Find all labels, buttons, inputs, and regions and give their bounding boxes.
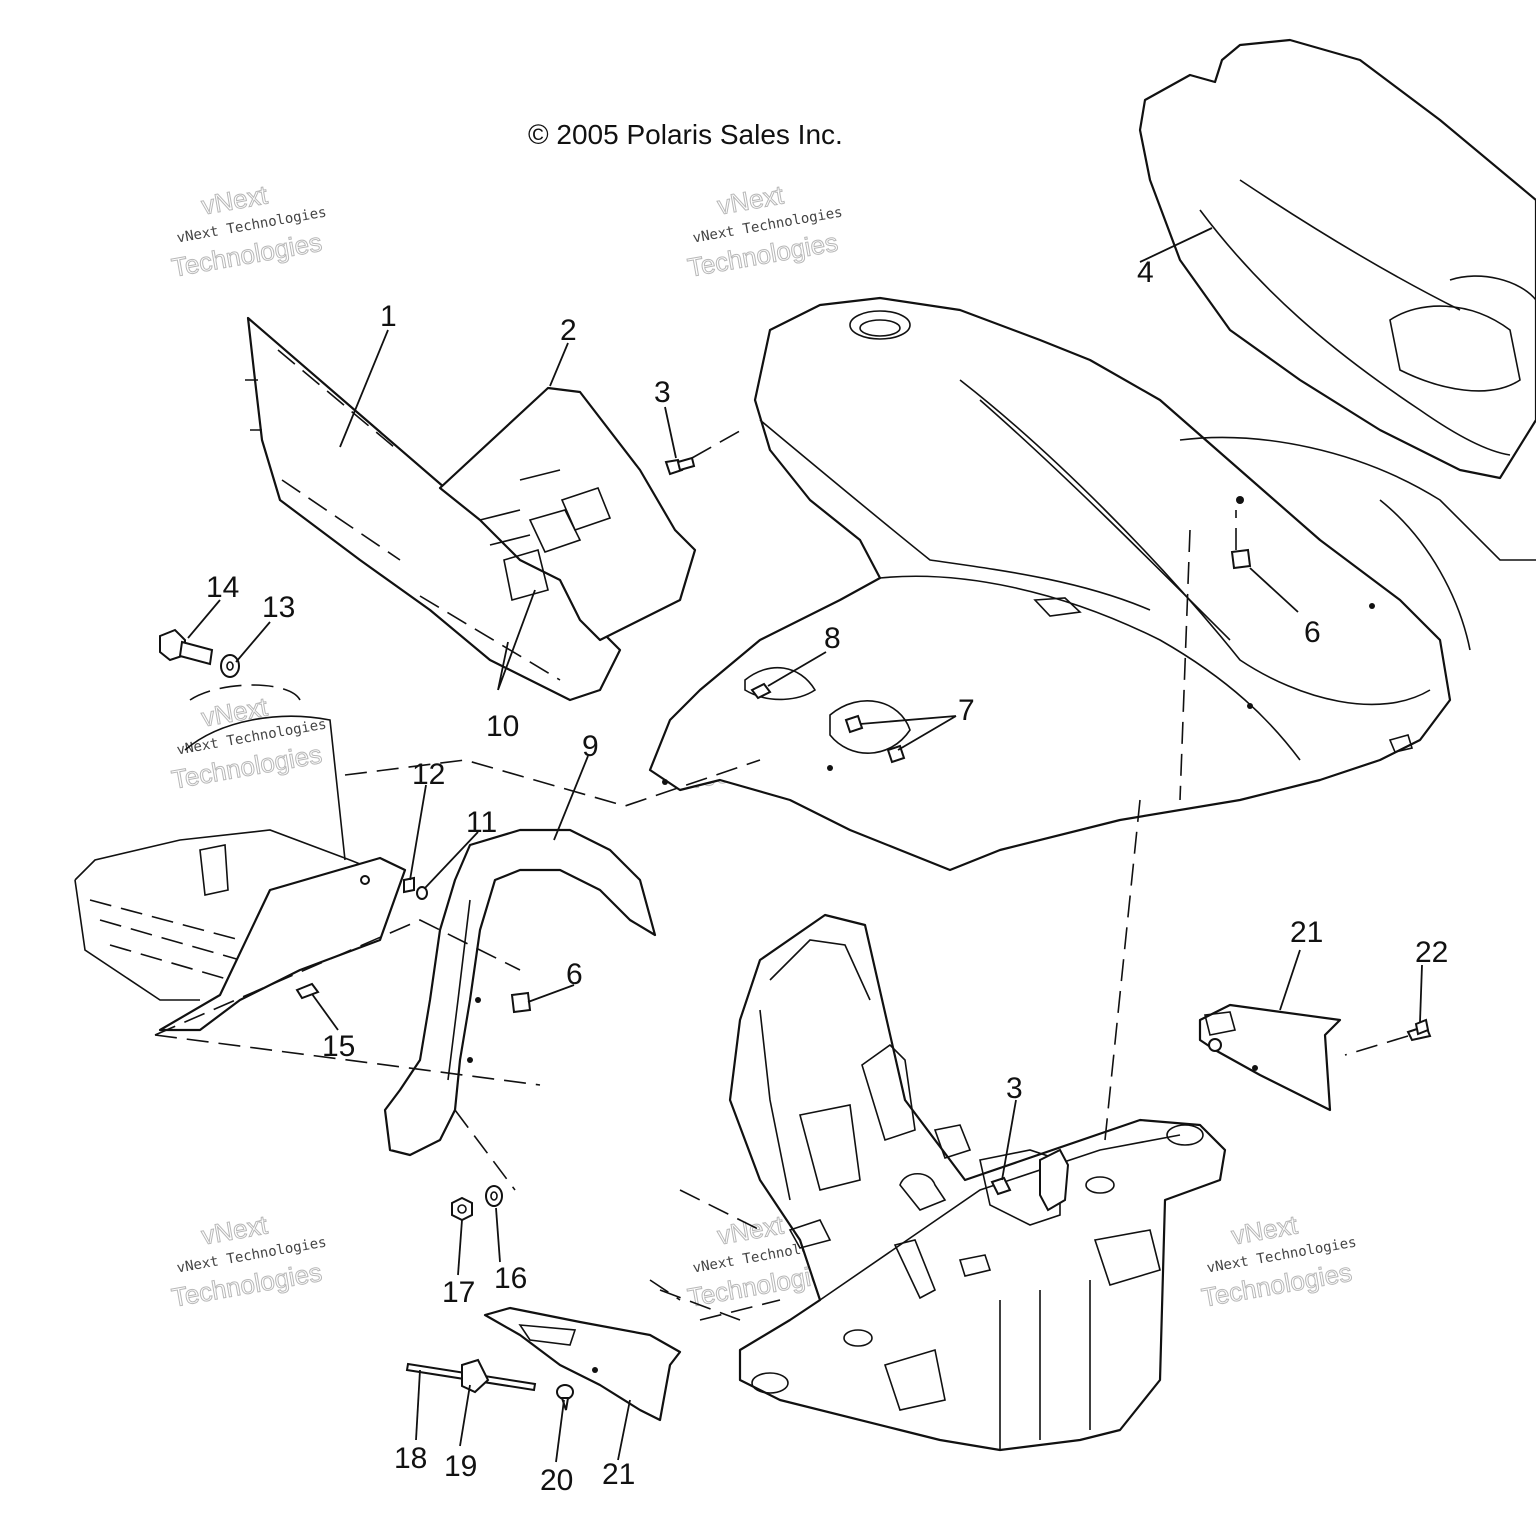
part-17-nut — [451, 1196, 473, 1222]
part-8-screw — [750, 682, 772, 700]
callout-19: 19 — [444, 1450, 477, 1483]
part-6-nut-left — [510, 991, 532, 1014]
part-15-screw — [295, 982, 320, 1000]
watermark-line1: vNext — [199, 179, 270, 220]
part-16-washer — [485, 1185, 503, 1207]
watermark-line1: vNext — [199, 691, 270, 732]
part-7-nuts — [844, 714, 906, 764]
part-9-fender-flare — [383, 828, 657, 1157]
part-3-screw-top — [664, 456, 696, 476]
callout-6b: 6 — [566, 958, 583, 991]
part-19-clip — [461, 1358, 490, 1394]
part-11-washer — [416, 886, 428, 900]
callout-9: 9 — [582, 730, 599, 763]
part-14-bolt — [159, 628, 214, 666]
footrest-area — [74, 684, 761, 1086]
part-2-footwell-panel — [438, 386, 697, 642]
callout-22: 22 — [1415, 936, 1448, 969]
callout-14: 14 — [206, 571, 239, 604]
watermark-line1: vNext — [1229, 1209, 1300, 1250]
callout-18: 18 — [394, 1442, 427, 1475]
callout-17: 17 — [442, 1276, 475, 1309]
callout-12: 12 — [412, 758, 445, 791]
callout-6: 6 — [1304, 616, 1321, 649]
leader-lines — [187, 227, 1423, 1463]
callout-1: 1 — [380, 300, 397, 333]
callout-15: 15 — [322, 1030, 355, 1063]
watermark: vNext vNext Technologies Technologies — [169, 179, 328, 283]
callout-20: 20 — [540, 1464, 573, 1497]
part-13-washer — [220, 654, 240, 678]
callout-16: 16 — [494, 1262, 527, 1295]
watermark: vNext vNext Technologies Technologies — [685, 179, 844, 283]
callout-3: 3 — [654, 376, 671, 409]
part-6-nut-right — [1230, 548, 1252, 570]
callout-2: 2 — [560, 314, 577, 347]
callout-7: 7 — [958, 694, 975, 727]
callout-labels: 1 2 3 4 6 7 8 9 10 11 12 13 14 15 6 16 1… — [206, 256, 1448, 1497]
callout-13: 13 — [262, 591, 295, 624]
watermark: vNext vNext Technologies Technologies — [1199, 1209, 1358, 1313]
part-3-screw-frame — [990, 1148, 1070, 1212]
part-22-screw — [1406, 1018, 1432, 1042]
part-4-rear-cover — [1138, 38, 1536, 480]
part-21-bracket-right — [1198, 1003, 1342, 1112]
callout-11: 11 — [466, 806, 497, 839]
watermark: vNext vNext Technologies Technologies — [169, 1209, 328, 1313]
copyright-text: © 2005 Polaris Sales Inc. — [528, 119, 843, 150]
callout-4: 4 — [1137, 256, 1154, 289]
callout-21a: 21 — [1290, 916, 1323, 949]
callout-8: 8 — [824, 622, 841, 655]
frame-structure — [659, 913, 1227, 1452]
callout-21b: 21 — [602, 1458, 635, 1491]
watermark-line1: vNext — [199, 1209, 270, 1250]
watermark-line1: vNext — [715, 179, 786, 220]
part-12-pin — [403, 876, 415, 894]
watermark: vNext vNext Technologies Technologies — [169, 691, 328, 795]
callout-10: 10 — [486, 710, 519, 743]
part-20-screw — [556, 1384, 574, 1411]
callout-3b: 3 — [1006, 1072, 1023, 1105]
watermark-line1: vNext — [715, 1209, 786, 1250]
part-21-bracket-bottom — [483, 1306, 682, 1422]
